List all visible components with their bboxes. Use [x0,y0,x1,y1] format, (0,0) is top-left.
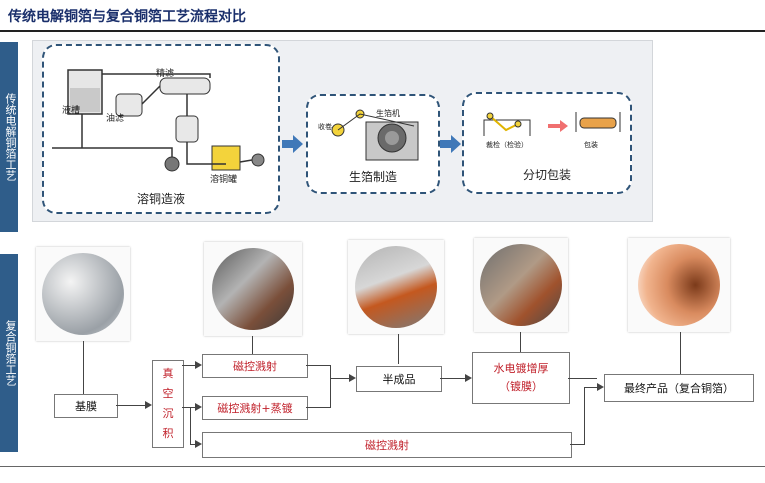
arrow-head [597,383,604,391]
rewind-label: 收卷 [318,123,332,131]
connector [680,332,681,374]
stage-slitting-label: 分切包装 [522,168,571,182]
route-sputtering-box: 磁控溅射 [202,354,308,378]
fine-filter-label: 精滤 [156,69,175,79]
semi-product-box: 半成品 [356,366,442,392]
flow-line [182,407,195,408]
vacuum-char: 空 [162,387,174,400]
vacuum-char: 沉 [162,407,174,420]
flow-line [568,378,597,379]
connector [83,341,84,394]
dissolve-equipment-diagram [52,69,265,172]
packing-label: 包装 [584,141,598,149]
connector [520,332,521,352]
arrow-head [145,401,152,409]
connector [252,336,253,354]
arrow-head [195,403,202,411]
vacuum-char: 积 [162,427,174,440]
stage-slitting: 裁检（检验） 包装 分切包装 [462,92,632,194]
arrow-icon [440,135,461,153]
photo-semi-product [348,240,444,334]
sputtering-machine-image [212,248,294,330]
photo-base-film [36,247,130,341]
flow-line [306,407,331,408]
flow-line [306,365,331,366]
flow-line [440,378,465,379]
route-sputtering-evaporation-box: 磁控溅射+蒸镀 [202,396,308,420]
final-product-box: 最终产品（复合铜箔） [604,374,754,402]
photo-sputtering [204,242,302,336]
slitting-diagram [483,112,621,136]
flow-line [584,387,597,388]
base-film-roll-image [42,253,124,335]
vacuum-deposition-box: 真 空 沉 积 [152,360,184,448]
composite-copper-foil-image [638,244,720,326]
flow-line [116,405,145,406]
oil-filter-label: 油滤 [106,114,125,124]
foil-machine-diagram [331,109,419,161]
stage-foil-label: 生箔制造 [348,170,397,184]
page-title: 传统电解铜箔与复合铜箔工艺流程对比 [8,9,246,25]
route-sputtering-direct-box: 磁控溅射 [202,432,572,458]
stage-dissolve: 液槽 油滤 精滤 溶铜罐 溶铜造液 [42,44,280,214]
stage-foil: 收卷 生箔机 生箔制造 [306,94,440,194]
inspection-label: 裁检（检验） [486,141,528,149]
bottom-rule [0,466,765,467]
arrow-head [349,374,356,382]
arrow-head [195,361,202,369]
side-label-traditional: 传统电解铜箔工艺 [0,42,18,232]
electroplating-label: 水电镀增厚 [493,362,549,375]
connector [398,334,399,364]
foil-machine-label: 生箔机 [376,109,400,118]
side-label-composite: 复合铜箔工艺 [0,254,18,452]
dissolve-tank-label: 溶铜罐 [210,175,238,185]
top-rule [0,30,765,32]
stage-dissolve-label: 溶铜造液 [136,192,185,206]
flow-line [190,444,195,445]
flow-line [190,407,191,444]
electroplating-box: 水电镀增厚 （镀膜） [472,352,570,404]
base-film-box: 基膜 [54,394,118,418]
electroplating-sub-label: （镀膜） [499,380,543,393]
arrow-icon [282,135,303,153]
photo-final-product [628,238,730,332]
arrow-head [465,374,472,382]
photo-electroplating [474,238,568,332]
tank-label: 液槽 [62,106,81,116]
arrow-head [195,440,202,448]
flow-line [570,444,584,445]
flow-line [330,365,331,408]
semi-product-image [355,246,437,328]
flow-line [182,365,195,366]
flow-line [584,387,585,445]
vacuum-char: 真 [162,367,174,380]
flow-line [330,378,349,379]
electroplating-image [480,244,562,326]
